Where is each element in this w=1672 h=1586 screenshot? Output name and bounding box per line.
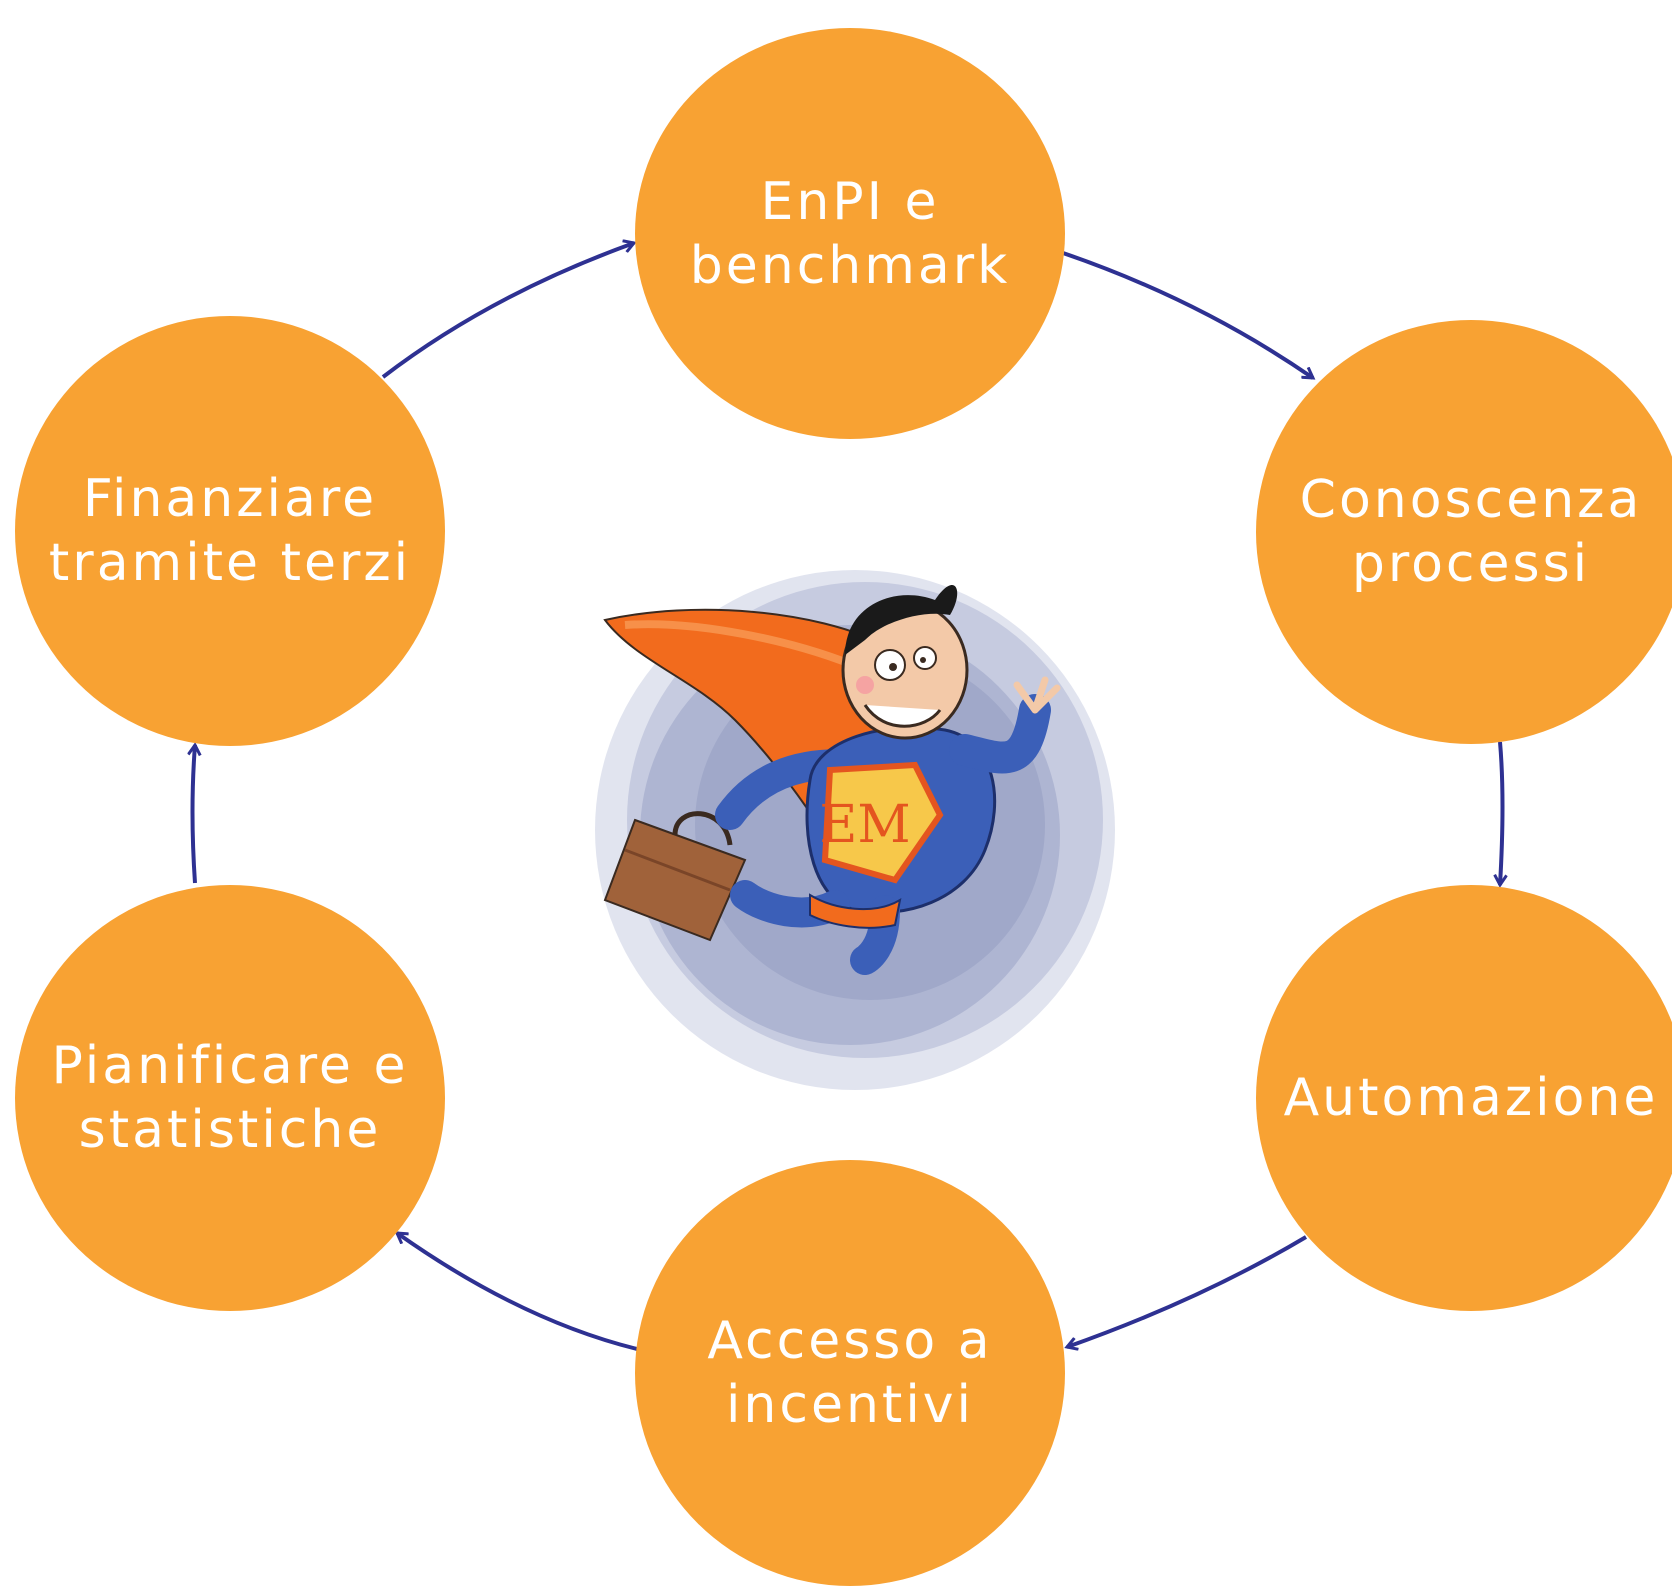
node-automazione: Automazione xyxy=(1256,885,1672,1311)
arrow-conoscenza-to-automazione xyxy=(1500,741,1503,885)
node-finanziare-terzi: Finanziare tramite terzi xyxy=(15,316,445,746)
briefcase-icon xyxy=(603,811,747,942)
node-label-line: Conoscenza xyxy=(1299,470,1643,530)
badge-letters: EM xyxy=(819,795,910,855)
hair-icon xyxy=(845,584,958,655)
right-arm-icon xyxy=(949,694,1051,774)
arrow-enpi-to-conoscenza xyxy=(1062,251,1313,378)
node-enpi-benchmark: EnPI e benchmark xyxy=(635,28,1065,439)
arrow-finanziare-to-enpi xyxy=(381,243,634,379)
superhero-mascot-icon: EM xyxy=(595,570,1115,1090)
arrow-automazione-to-accesso xyxy=(1067,1235,1308,1347)
chest-badge-icon xyxy=(821,761,944,884)
node-label-line: statistiche xyxy=(78,1100,382,1160)
arrow-pianificare-to-finanziare xyxy=(193,745,196,884)
node-label-line: Accesso a xyxy=(707,1311,993,1371)
node-conoscenza-processi: Conoscenza processi xyxy=(1256,320,1672,744)
smile-icon xyxy=(863,704,942,728)
node-label-line: tramite terzi xyxy=(48,533,412,593)
node-label-line: Finanziare xyxy=(82,469,378,529)
node-label-line: Pianificare e xyxy=(51,1036,409,1096)
node-label-line: incentivi xyxy=(725,1375,974,1435)
arrow-accesso-to-pianificare xyxy=(397,1233,638,1351)
node-label-line: benchmark xyxy=(689,235,1011,296)
node-accesso-incentivi: Accesso a incentivi xyxy=(635,1160,1065,1586)
node-label-line: EnPI e xyxy=(760,171,940,232)
node-label-line: processi xyxy=(1351,534,1591,594)
node-label-line: Automazione xyxy=(1283,1068,1659,1128)
node-pianificare-statistiche: Pianificare e statistiche xyxy=(15,885,445,1311)
